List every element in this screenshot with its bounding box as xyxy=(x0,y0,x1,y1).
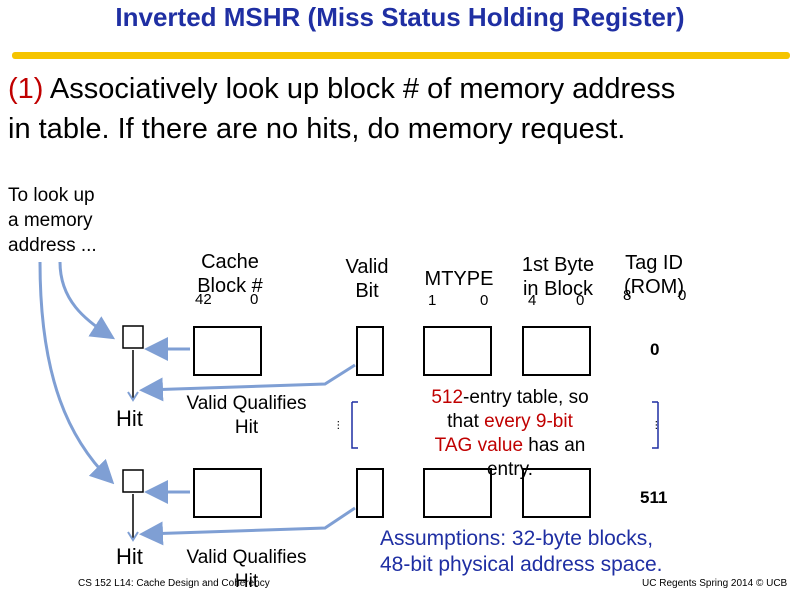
lookup-note-1: To look up xyxy=(8,185,95,206)
lookup-note-3: address ... xyxy=(8,235,97,256)
row-index-first: 0 xyxy=(650,340,660,359)
title-underline xyxy=(12,52,790,59)
cache-block-bit-high: 42 xyxy=(195,291,212,308)
cache-block-cell-row-511 xyxy=(193,468,262,518)
valid-cell-row-0 xyxy=(356,326,384,376)
valid-qualifies-hit-row-511: Valid Qualifies Hit xyxy=(186,547,307,592)
assumptions-line-2: 48-bit physical address space. xyxy=(380,553,663,576)
lookup-note-2: a memory xyxy=(8,210,93,231)
header-first-byte: 1st Byte in Block xyxy=(521,254,595,300)
first-byte-cell-row-0 xyxy=(522,326,591,376)
hit-label-row-0: Hit xyxy=(116,406,143,431)
mtype-cell-row-511 xyxy=(423,468,492,518)
step-text-1: Associatively look up block # of memory … xyxy=(43,73,676,105)
comparator-block-row-511 xyxy=(122,469,144,493)
first-byte-bit-low: 0 xyxy=(576,292,585,309)
cache-block-bit-low: 0 xyxy=(250,291,259,308)
valid-arrow-row-0 xyxy=(139,363,356,402)
valid-cell-row-511 xyxy=(356,468,384,518)
bracket-valid-column xyxy=(351,401,358,449)
table-note-text-2: that xyxy=(447,411,485,432)
bracket-tag-column xyxy=(652,401,659,449)
table-note-text-3: has an xyxy=(523,435,586,456)
first-byte-bit-high: 4 xyxy=(528,292,537,309)
header-valid-bit: Valid Bit xyxy=(345,256,389,302)
table-note-tag-value: TAG value xyxy=(434,435,524,456)
step-line-2: in table. If there are no hits, do memor… xyxy=(8,113,626,145)
header-tag-id: Tag ID (ROM) xyxy=(624,252,684,298)
hit-arrowhead-row-511 xyxy=(127,531,139,542)
tag-id-bit-high: 8 xyxy=(623,287,632,304)
footer-course: CS 152 L14: Cache Design and Coherency xyxy=(78,578,270,589)
table-note-text-1: -entry table, so xyxy=(463,387,589,408)
tag-id-bit-low: 0 xyxy=(678,287,687,304)
table-note-text-4: entry. xyxy=(486,459,534,480)
slide-title: Inverted MSHR (Miss Status Holding Regis… xyxy=(115,2,685,32)
mtype-cell-row-0 xyxy=(423,326,492,376)
cache-block-cell-row-0 xyxy=(193,326,262,376)
row-index-last: 511 xyxy=(640,488,668,507)
header-mtype: MTYPE xyxy=(424,268,494,290)
assumptions-line-1: Assumptions: 32-byte blocks, xyxy=(380,527,654,550)
comparator-block-row-0 xyxy=(122,325,144,349)
valid-arrow-row-511 xyxy=(139,506,356,546)
header-cache-block: Cache Block # xyxy=(197,251,263,297)
footer-copyright: UC Regents Spring 2014 © UCB xyxy=(642,578,788,589)
address-arrow-row-0 xyxy=(58,261,116,340)
valid-qualifies-hit-row-0: Valid Qualifies Hit xyxy=(186,393,307,438)
hit-label-row-511: Hit xyxy=(116,544,143,569)
mtype-bit-low: 0 xyxy=(480,292,489,309)
table-note-every: every 9-bit xyxy=(484,411,573,432)
step-line-1: (1) Associatively look up block # of mem… xyxy=(8,72,675,107)
first-byte-cell-row-511 xyxy=(522,468,591,518)
mtype-bit-high: 1 xyxy=(428,292,437,309)
hit-arrowhead-row-0 xyxy=(127,391,139,402)
step-number: (1) xyxy=(8,73,44,105)
table-note-count: 512 xyxy=(431,387,464,408)
address-arrow-row-511 xyxy=(38,261,115,485)
